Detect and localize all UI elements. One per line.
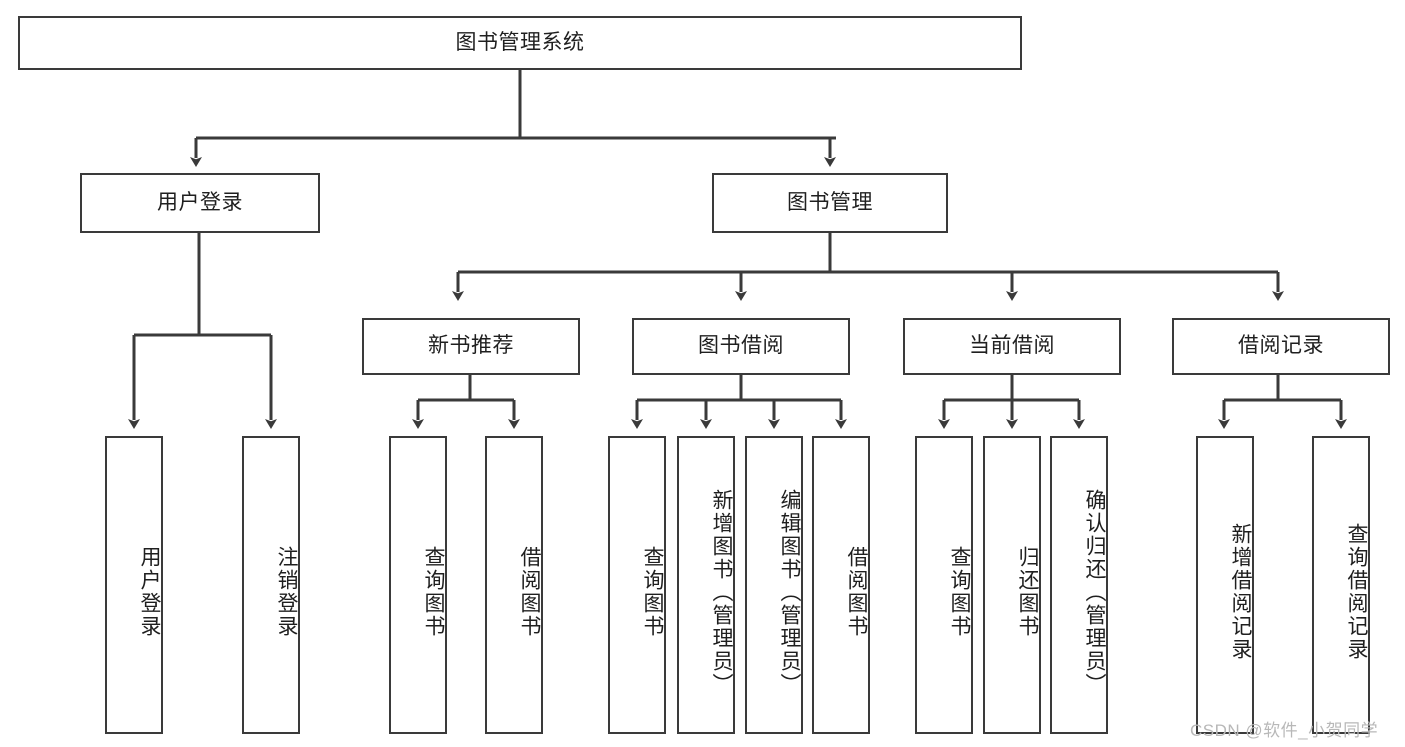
node-label: 借阅图书 (845, 546, 868, 638)
leaf-borrow-book[interactable]: 借阅图书 (812, 436, 870, 734)
node-label: 确认归还（管理员） (1083, 488, 1106, 696)
node-label: 图书借阅 (698, 334, 784, 358)
node-current-borrow[interactable]: 当前借阅 (903, 318, 1121, 375)
node-label: 归还图书 (1016, 546, 1039, 638)
node-root-system[interactable]: 图书管理系统 (18, 16, 1022, 70)
leaf-edit-book-admin[interactable]: 编辑图书（管理员） (745, 436, 803, 734)
node-label: 借阅图书 (518, 546, 541, 638)
leaf-confirm-return-admin[interactable]: 确认归还（管理员） (1050, 436, 1108, 734)
node-borrow-record[interactable]: 借阅记录 (1172, 318, 1390, 375)
leaf-query-borrow-record[interactable]: 查询借阅记录 (1312, 436, 1370, 734)
leaf-query-book-recommend[interactable]: 查询图书 (389, 436, 447, 734)
node-label: 当前借阅 (969, 334, 1055, 358)
node-label: 新书推荐 (428, 334, 514, 358)
csdn-watermark: CSDN @软件_小贺同学 (1190, 716, 1378, 741)
node-label: 新增借阅记录 (1229, 523, 1252, 661)
watermark-text: CSDN @软件_小贺同学 (1190, 721, 1379, 740)
node-label: 图书管理 (787, 190, 873, 214)
node-label: 新增图书（管理员） (710, 488, 733, 696)
node-label: 查询图书 (422, 546, 445, 638)
node-label: 查询借阅记录 (1345, 523, 1368, 661)
leaf-borrow-book-recommend[interactable]: 借阅图书 (485, 436, 543, 734)
leaf-logout[interactable]: 注销登录 (242, 436, 300, 734)
node-label: 编辑图书（管理员） (778, 488, 801, 696)
node-label: 借阅记录 (1238, 334, 1324, 358)
leaf-query-book-current[interactable]: 查询图书 (915, 436, 973, 734)
node-label: 用户登录 (157, 190, 243, 214)
leaf-add-borrow-record[interactable]: 新增借阅记录 (1196, 436, 1254, 734)
node-book-borrow[interactable]: 图书借阅 (632, 318, 850, 375)
node-user-login[interactable]: 用户登录 (80, 173, 320, 233)
node-label: 查询图书 (948, 546, 971, 638)
leaf-user-login[interactable]: 用户登录 (105, 436, 163, 734)
node-label: 图书管理系统 (455, 30, 585, 54)
node-new-book-recommend[interactable]: 新书推荐 (362, 318, 580, 375)
leaf-return-book[interactable]: 归还图书 (983, 436, 1041, 734)
leaf-add-book-admin[interactable]: 新增图书（管理员） (677, 436, 735, 734)
node-book-management[interactable]: 图书管理 (712, 173, 948, 233)
node-label: 查询图书 (641, 546, 664, 638)
leaf-query-book-borrow[interactable]: 查询图书 (608, 436, 666, 734)
node-label: 注销登录 (275, 546, 298, 638)
node-label: 用户登录 (138, 546, 161, 638)
